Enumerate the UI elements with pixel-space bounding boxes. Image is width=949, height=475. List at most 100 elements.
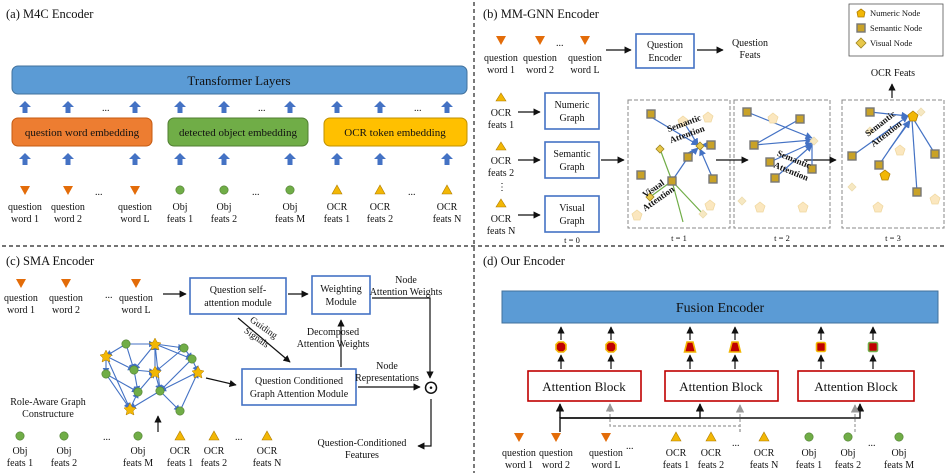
d-block-outputs [555,326,879,369]
semantic-node [708,174,718,184]
step-t2: t = 2 [774,233,790,243]
a-arrows-bot [19,153,453,165]
ocr-node-icon [191,365,205,379]
ellipsis: ... [102,103,110,114]
up-arrow-icon [374,153,386,165]
arrow [417,399,432,450]
b-ocr-label: OCR [491,108,512,119]
ocr-token-icon [208,430,220,441]
object-token-icon [187,354,197,364]
semantic-graph-label: Semantic [553,149,591,160]
b-q-label: question [523,53,557,64]
semantic-node [706,140,716,150]
object-token-icon [843,432,853,442]
ocr-token-icon [705,431,717,442]
numeric-node [929,193,941,205]
d-input-label: question [589,448,623,459]
object-token-icon [219,185,229,195]
ocr-node-icon [123,402,137,416]
qc-graph-attention-box [241,368,357,406]
panel-a-m4c-encoder: (a) M4C Encoder Transformer Layers quest… [6,7,468,225]
object-token-icon [129,365,139,375]
question-word-embedding-box [11,117,153,147]
up-arrow-icon [174,101,186,113]
object-token-icon [155,386,165,396]
attention-block-3 [797,370,915,402]
graph-edge [659,148,673,182]
a-input-label: feats 2 [367,214,393,225]
a-input-label: OCR [370,202,391,213]
node-attention-weights-label: Attention Weights [370,287,443,298]
graph-edge [105,373,139,393]
semantic-node [770,173,780,183]
d-input-label: feats 2 [698,460,724,471]
graph-edge [650,116,699,146]
role-aware-graph [99,337,205,416]
attention-block-label: Attention Block [814,379,898,394]
attention-block-1 [527,370,642,402]
question-self-attention-label: attention module [204,298,272,309]
question-token-icon [496,36,506,45]
d-input-label: Obj [802,448,817,459]
elementwise-product-icon: ⊙ [423,377,440,399]
ellipsis: ... [626,441,634,452]
b-q-label: word L [570,65,599,76]
semantic-node [795,114,805,124]
d-input-label: Obj [892,448,907,459]
numeric-node [894,144,906,156]
numeric-node [767,112,779,124]
d-input-label: OCR [666,448,687,459]
question-to-obj-arrow [559,403,865,432]
graph-step-3 [841,99,945,229]
numeric-node [677,115,689,127]
visual-node [645,192,655,202]
semantic-node [930,149,940,159]
a-input-label: question [51,202,85,213]
b-graph-nodes [631,107,941,223]
a-input-label: question [118,202,152,213]
d-input-label: word 1 [505,460,533,471]
node-representations-label: Representations [355,373,419,384]
panel-a-title: (a) M4C Encoder [6,7,94,21]
graph-edge [753,136,813,146]
question-feature-icon [555,341,567,353]
up-arrow-icon [284,101,296,113]
object-token-icon [804,432,814,442]
detected-object-embedding-label: detected object embedding [179,127,297,139]
arrow [205,377,237,388]
ocr-node-icon [148,337,162,351]
c-input-label: feats 1 [7,458,33,469]
graph-edge [913,119,936,155]
d-input-label: feats 2 [835,460,861,471]
attention-block-2 [664,370,779,402]
ellipsis: ... [732,438,740,449]
up-arrow-icon [331,153,343,165]
legend-semantic: Semantic Node [870,23,922,33]
up-arrow-icon [218,153,230,165]
question-token-icon [131,279,141,288]
question-word-embedding-label: question word embedding [25,127,140,139]
role-aware-graph-label: Constructure [22,409,74,420]
up-arrow-icon [331,101,343,113]
graph-edge [105,355,131,410]
a-input-label: OCR [437,202,458,213]
ocr-node-icon [99,349,113,363]
numeric-graph-label: Numeric [555,100,591,111]
a-arrows-top [19,101,453,113]
b-question-tokens: question word 1 question word 2 question… [484,36,602,76]
d-input-label: Obj [841,448,856,459]
semantic-graph-label: Graph [560,162,585,173]
graph-edge [774,144,813,179]
up-arrow-icon [129,101,141,113]
decomposed-attention-label: Decomposed [307,327,359,338]
question-encoder-label: Question [647,40,683,51]
graph-edge [125,343,136,371]
weighting-module-label: Module [325,297,357,308]
b-q-label: word 2 [526,65,554,76]
c-q-label: question [49,293,83,304]
question-encoder-box [635,33,695,69]
numeric-node [797,201,809,213]
ellipsis: ... [414,103,422,114]
graph-edge [154,343,163,392]
numeric-node [704,199,716,211]
